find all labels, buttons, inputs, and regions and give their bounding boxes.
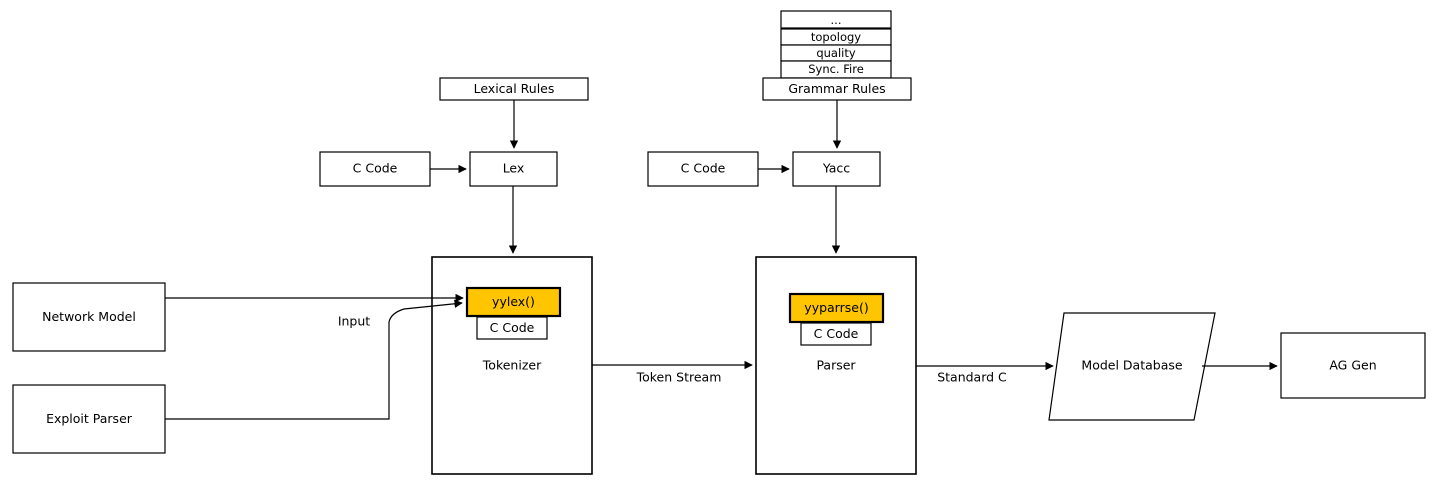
c-code-lex-node: C Code: [319, 151, 431, 187]
parser-container: yyparrse() C Code Parser: [755, 256, 917, 475]
c-code-parser-label: C Code: [814, 326, 859, 341]
exploit-parser-node: Exploit Parser: [12, 384, 166, 454]
model-database-shape: [1048, 312, 1216, 421]
stack-card-2-label: quality: [816, 46, 856, 60]
lex-box: [469, 151, 558, 187]
yylex-box: [465, 286, 562, 318]
c-code-tokenizer-label: C Code: [490, 320, 535, 335]
exploit-parser-label: Exploit Parser: [46, 411, 133, 426]
tokenizer-caption: Tokenizer: [482, 358, 542, 373]
lex-node: Lex: [469, 151, 558, 187]
c-code-yacc-label: C Code: [681, 161, 726, 176]
yacc-box: [792, 151, 881, 187]
network-model-label: Network Model: [42, 309, 136, 324]
network-model-node: Network Model: [12, 282, 166, 352]
grammar-rules-label: Grammar Rules: [788, 81, 885, 96]
lexical-rules-node: Lexical Rules: [439, 77, 589, 101]
network-model-box: [12, 282, 166, 352]
edge-exploit-parser-to-yylex: [165, 299, 463, 420]
yyparse-label: yyparrse(): [804, 300, 868, 315]
c-code-parser-box: [800, 322, 872, 346]
yylex-label: yylex(): [492, 294, 535, 309]
ag-gen-box: [1280, 332, 1426, 399]
yacc-node: Yacc: [792, 151, 881, 187]
edge-label-token-stream: Token Stream: [636, 370, 722, 385]
parser-caption: Parser: [816, 358, 856, 373]
exploit-parser-box: [12, 384, 166, 454]
model-database-node: Model Database: [1048, 312, 1216, 421]
model-database-label: Model Database: [1081, 358, 1182, 373]
ag-gen-label: AG Gen: [1329, 358, 1376, 373]
lex-label: Lex: [503, 161, 525, 176]
stack-card-0-label: ...: [831, 13, 842, 27]
stack-card-1-label: topology: [811, 30, 861, 44]
stack-card-3-label: Sync. Fire: [808, 62, 864, 76]
yyparse-box: [788, 292, 885, 324]
yacc-label: Yacc: [822, 161, 850, 176]
c-code-tokenizer-box: [476, 316, 548, 340]
ag-gen-node: AG Gen: [1280, 332, 1426, 399]
tokenizer-container: yylex() C Code Tokenizer: [431, 256, 593, 475]
lexical-rules-label: Lexical Rules: [474, 81, 555, 96]
grammar-rules-stack: ... topology quality Sync. Fire Grammar …: [762, 10, 912, 101]
edge-label-input: Input: [338, 314, 370, 329]
c-code-yacc-node: C Code: [647, 151, 759, 187]
stack-card-0: [780, 10, 892, 29]
edge-label-standard-c: Standard C: [937, 370, 1007, 385]
c-code-lex-label: C Code: [353, 161, 398, 176]
